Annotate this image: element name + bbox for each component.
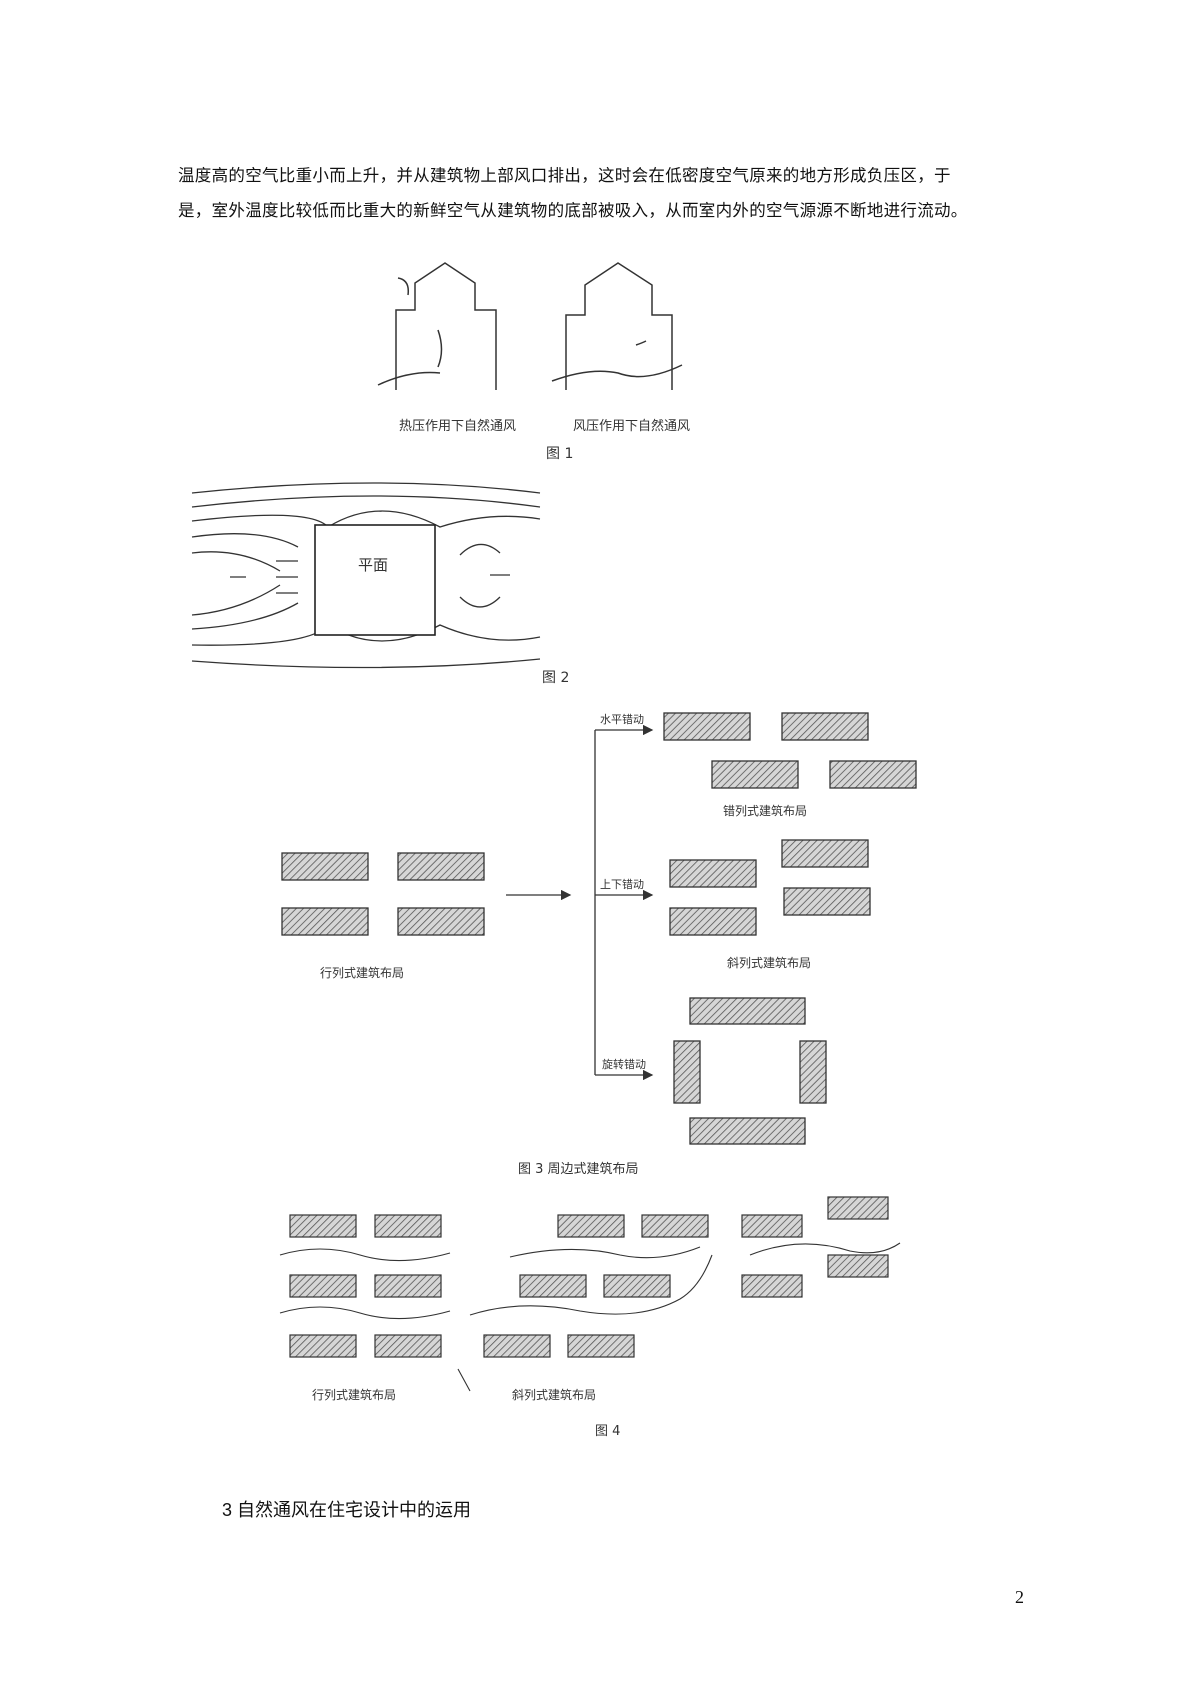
row-building: [374, 1334, 442, 1358]
figure-1-caption: 图 1: [546, 446, 573, 462]
row-building: [374, 1214, 442, 1238]
third-layout-building: [827, 1196, 889, 1220]
oblique-building: [603, 1274, 671, 1298]
streamline: [191, 602, 299, 630]
airflow-line: [279, 1248, 451, 1262]
airflow-line: [509, 1246, 701, 1259]
branch-2-label: 上下错动: [600, 877, 644, 891]
paragraph-line-2: 是，室外温度比较低而比重大的新鲜空气从建筑物的底部被吸入，从而室内外的空气源源不…: [178, 201, 968, 220]
figure-2: 平面 图 2: [191, 482, 569, 686]
perimeter-building: [689, 1117, 806, 1145]
airflow-line: [469, 1254, 713, 1316]
row-building: [289, 1214, 357, 1238]
plan-rectangle: [314, 524, 436, 636]
third-layout-building: [741, 1274, 803, 1298]
streamline: [191, 495, 541, 508]
oblique-building: [669, 907, 757, 936]
figure-4-right-caption: 斜列式建筑布局: [512, 1387, 596, 1402]
oblique-building: [783, 887, 871, 916]
source-building: [397, 852, 485, 881]
third-layout-building: [827, 1254, 889, 1278]
oblique-building: [483, 1334, 551, 1358]
figure-3-caption: 图 3 周边式建筑布局: [518, 1161, 639, 1177]
airflow-arrow: [457, 1368, 471, 1392]
front-eddy: [230, 560, 298, 594]
figure-2-caption: 图 2: [542, 670, 569, 686]
source-building: [397, 907, 485, 936]
streamline: [191, 658, 541, 669]
third-layout-building: [741, 1214, 803, 1238]
figure-4-left-caption: 行列式建筑布局: [312, 1387, 396, 1402]
figure-1: 热压作用下自然通风 风压作用下自然通风 图 1: [377, 262, 690, 462]
airflow-line: [749, 1242, 901, 1256]
wind-airflow-curve: [551, 340, 683, 382]
staggered-building: [781, 712, 869, 741]
figure-1-left-caption: 热压作用下自然通风: [399, 418, 516, 434]
source-building: [281, 907, 369, 936]
airflow-line: [279, 1306, 451, 1320]
branch-1-label: 水平错动: [600, 712, 644, 726]
branch-3-label: 旋转错动: [602, 1057, 646, 1071]
figure-4: 行列式建筑布局 斜列式建筑布局 图 4: [279, 1196, 901, 1439]
source-caption: 行列式建筑布局: [320, 965, 404, 980]
thermal-airflow-curve: [377, 277, 443, 386]
section-heading: 3 自然通风在住宅设计中的运用: [222, 1500, 472, 1520]
figure-3: 行列式建筑布局 水平错动 错列式建筑布局 上下错动 斜列式建筑布局 旋转错动 图…: [281, 712, 917, 1177]
streamline: [191, 624, 541, 646]
branch-1-caption: 错列式建筑布局: [723, 803, 807, 818]
perimeter-building: [689, 997, 806, 1025]
streamline: [191, 510, 541, 528]
page-number: 2: [1015, 1587, 1024, 1607]
streamline: [191, 584, 281, 616]
source-building: [281, 852, 369, 881]
figure-1-right-caption: 风压作用下自然通风: [573, 418, 690, 434]
oblique-building: [557, 1214, 625, 1238]
branch-2-caption: 斜列式建筑布局: [727, 955, 811, 970]
oblique-building: [519, 1274, 587, 1298]
staggered-building: [711, 760, 799, 789]
oblique-building: [669, 859, 757, 888]
wake-eddy: [459, 543, 510, 608]
oblique-building: [641, 1214, 709, 1238]
row-building: [374, 1274, 442, 1298]
oblique-building: [781, 839, 869, 868]
plan-label: 平面: [358, 556, 388, 574]
perimeter-building: [673, 1040, 701, 1104]
paragraph-line-1: 温度高的空气比重小而上升，并从建筑物上部风口排出，这时会在低密度空气原来的地方形…: [178, 166, 951, 185]
figure-4-caption: 图 4: [595, 1424, 620, 1439]
body-paragraph: 温度高的空气比重小而上升，并从建筑物上部风口排出，这时会在低密度空气原来的地方形…: [178, 158, 1028, 228]
perimeter-building: [799, 1040, 827, 1104]
staggered-building: [663, 712, 751, 741]
row-building: [289, 1274, 357, 1298]
streamline: [191, 533, 299, 548]
streamline: [191, 551, 281, 572]
staggered-building: [829, 760, 917, 789]
wind-building-outline: [565, 262, 673, 390]
oblique-building: [567, 1334, 635, 1358]
row-building: [289, 1334, 357, 1358]
streamline: [191, 482, 541, 494]
thermal-building-outline: [395, 262, 497, 390]
